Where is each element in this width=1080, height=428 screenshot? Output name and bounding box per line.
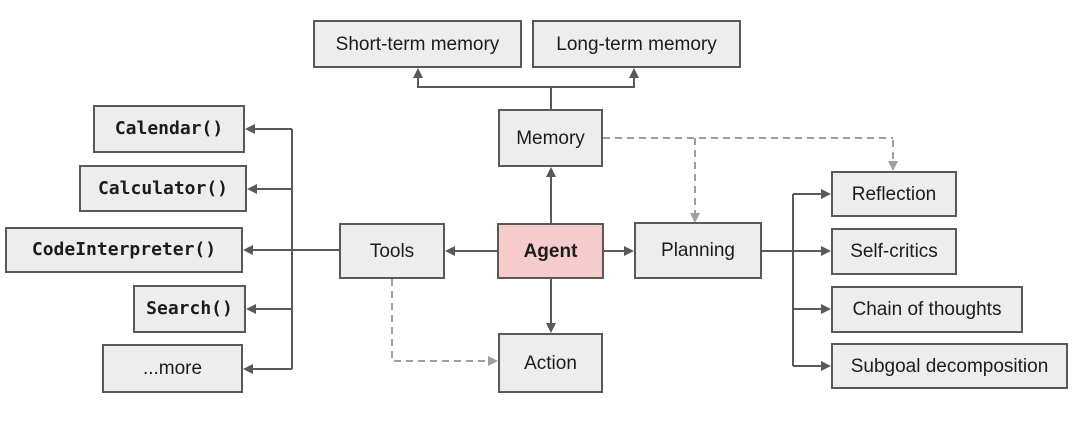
node-planning-reflection: Reflection [831, 171, 957, 217]
node-tools: Tools [339, 223, 445, 279]
node-tool-code-interpreter: CodeInterpreter() [5, 227, 243, 273]
node-action: Action [498, 333, 603, 393]
node-agent: Agent [497, 223, 604, 279]
node-planning-chain-of-thoughts: Chain of thoughts [831, 286, 1023, 333]
node-planning-subgoal-decomposition: Subgoal decomposition [831, 343, 1068, 389]
node-tool-calendar: Calendar() [93, 105, 245, 153]
node-tool-more: ...more [102, 344, 243, 393]
node-short-term-memory: Short-term memory [313, 20, 522, 68]
node-planning: Planning [634, 222, 762, 279]
node-planning-self-critics: Self-critics [831, 228, 957, 275]
node-tool-calculator: Calculator() [79, 165, 247, 212]
node-long-term-memory: Long-term memory [532, 20, 741, 68]
node-tool-search: Search() [133, 285, 246, 333]
node-memory: Memory [498, 109, 603, 167]
